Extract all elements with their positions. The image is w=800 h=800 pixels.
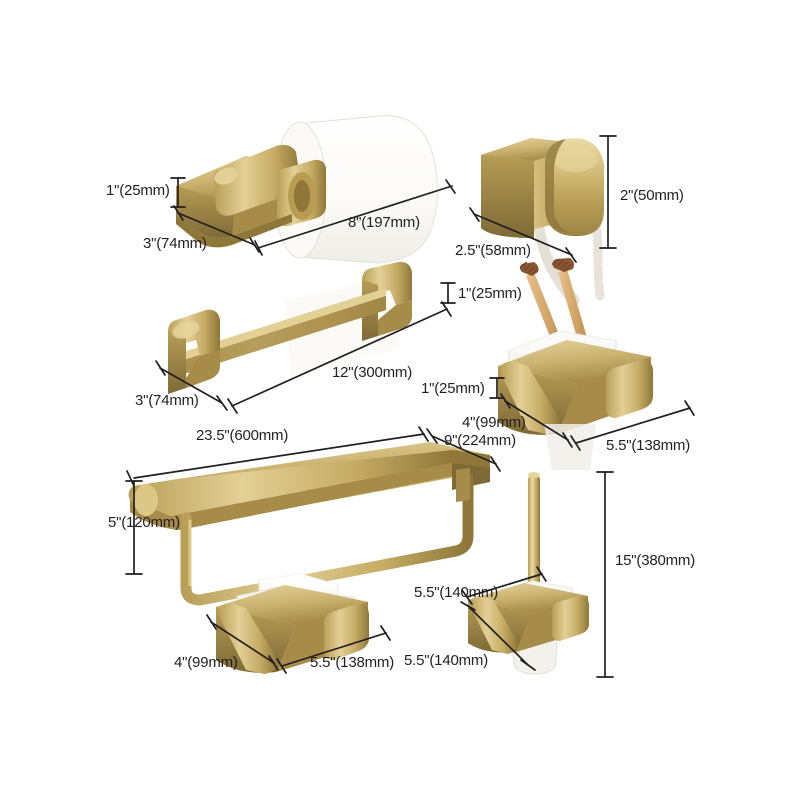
dimline-tp-width bbox=[254, 179, 456, 256]
dimline-bar-depth bbox=[155, 360, 228, 411]
dimension-label-bar-depth: 3"(74mm) bbox=[135, 392, 199, 409]
dimension-label-bar-height: 1"(25mm) bbox=[458, 285, 522, 302]
dimension-lines-layer bbox=[125, 135, 695, 678]
dimension-label-hook-height: 2"(50mm) bbox=[620, 187, 684, 204]
dimension-label-hook-depth: 2.5"(58mm) bbox=[455, 242, 531, 259]
dimline-bar-width bbox=[227, 301, 452, 414]
dimline-tp-height bbox=[170, 177, 186, 208]
product-towel-bar bbox=[168, 261, 412, 394]
dimension-label-tb-height: 1"(25mm) bbox=[421, 380, 485, 397]
dimension-label-shelf-height: 5"(120mm) bbox=[108, 514, 180, 531]
product-toothbrush-holder bbox=[498, 258, 653, 470]
dimline-shelf-depth bbox=[426, 428, 501, 472]
dimline-shelf-width bbox=[126, 426, 429, 487]
shelf-towel-bar bbox=[180, 472, 474, 606]
towel-bar-left-post bbox=[168, 309, 220, 394]
dimline-bar-height bbox=[440, 282, 456, 304]
dimline-tb-height bbox=[489, 377, 505, 399]
dimension-label-shelf-width: 23.5"(600mm) bbox=[196, 427, 289, 444]
dimension-label-brush-width: 5.5"(140mm) bbox=[404, 652, 488, 669]
product-robe-hook bbox=[481, 138, 605, 306]
dimline-hook-depth bbox=[469, 207, 577, 263]
dimension-label-tp-depth: 3"(74mm) bbox=[143, 235, 207, 252]
dimension-label-tp-width: 8"(197mm) bbox=[348, 214, 420, 231]
dimension-label-brush-height: 15"(380mm) bbox=[615, 552, 696, 569]
toothbrush-right bbox=[551, 258, 590, 352]
dimline-soap-depth bbox=[206, 614, 279, 671]
toilet-paper-holder-bracket bbox=[176, 144, 326, 248]
dimension-label-soap-depth: 4"(99mm) bbox=[174, 654, 238, 671]
dimension-label-brush-depth: 5.5"(140mm) bbox=[414, 584, 498, 601]
shelf-slats bbox=[128, 442, 490, 530]
dimline-tb-width bbox=[570, 400, 695, 451]
dimline-tb-depth bbox=[500, 393, 573, 448]
dimline-tp-depth bbox=[173, 205, 260, 253]
dimline-hook-height bbox=[599, 135, 617, 249]
dimline-shelf-height bbox=[125, 480, 143, 575]
robe-hook-body bbox=[481, 138, 604, 238]
dimline-soap-width bbox=[276, 625, 391, 674]
product-towel-shelf-rack bbox=[128, 442, 490, 606]
dimension-label-bar-width: 12"(300mm) bbox=[332, 364, 413, 381]
dimension-label-tb-width: 5.5"(138mm) bbox=[606, 437, 690, 454]
toilet-brush-handle bbox=[528, 472, 540, 600]
dimline-brush-height bbox=[596, 471, 614, 678]
dimension-label-shelf-depth: 9"(224mm) bbox=[444, 432, 516, 449]
toothbrush-holder-base bbox=[498, 340, 653, 435]
dimension-label-tb-depth: 4"(99mm) bbox=[462, 414, 526, 431]
dimline-brush-depth bbox=[461, 566, 547, 605]
dimension-label-tp-height: 1"(25mm) bbox=[106, 182, 170, 199]
dimension-label-soap-width: 5.5"(138mm) bbox=[310, 654, 394, 671]
product-toilet-paper-holder bbox=[176, 115, 438, 264]
product-toilet-brush-holder bbox=[468, 472, 589, 675]
dimline-brush-width bbox=[460, 601, 536, 671]
